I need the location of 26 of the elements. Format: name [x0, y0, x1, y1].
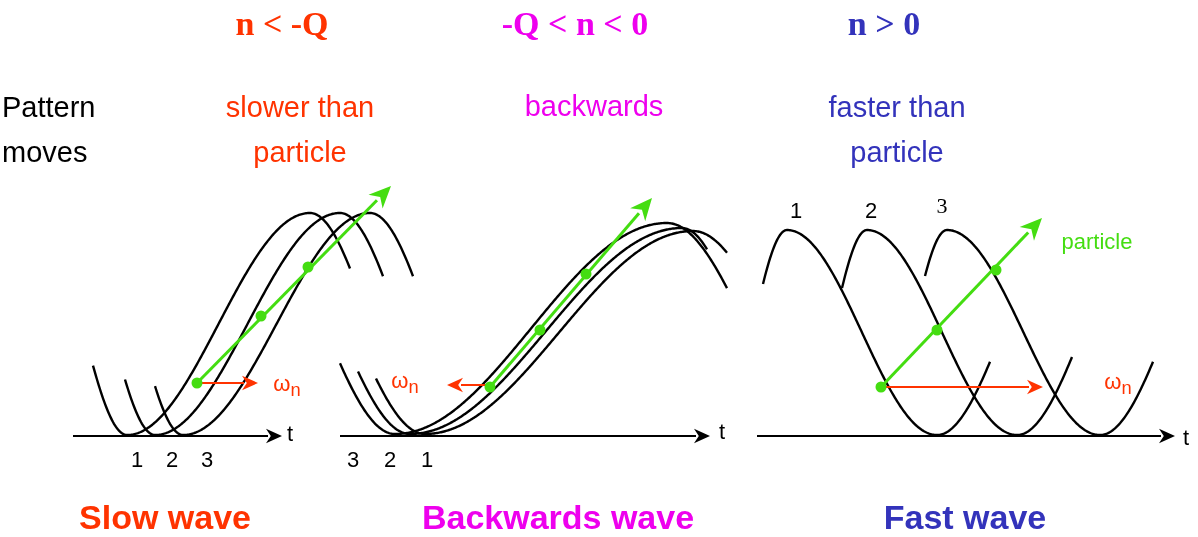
wave-type-label: Fast wave [883, 499, 1047, 537]
plot-label: t [1182, 425, 1190, 451]
plot-label: 1 [130, 447, 144, 473]
condition-label: -Q < n < 0 [501, 5, 649, 43]
plot-label: ω$_{n}$ [391, 368, 419, 398]
plot-label: t [286, 421, 294, 447]
plot-label: 1 [420, 447, 434, 473]
curve-number: 3 [936, 193, 948, 219]
plot-label: 3 [200, 447, 214, 473]
description-label: faster than particle [827, 90, 967, 170]
plot-label: ω$_{n}$ [273, 371, 301, 401]
plot-label: 1 [789, 198, 803, 224]
wave-type-label: Slow wave [79, 499, 251, 537]
wave-type-label: Backwards wave [421, 499, 695, 537]
plot-label: ω$_{n}$ [1104, 369, 1132, 399]
plot-label: 2 [864, 198, 878, 224]
description-label: Pattern moves [2, 90, 97, 170]
description-label: slower than particle [224, 90, 376, 170]
plot-label: particle [1061, 229, 1133, 255]
plot-label: 2 [165, 447, 179, 473]
condition-label: n < -Q [235, 5, 329, 43]
condition-label: n > 0 [847, 5, 921, 43]
plot-label: 3 [346, 447, 360, 473]
plot-label: 2 [383, 447, 397, 473]
plot-label: backwards [524, 91, 664, 123]
plot-label: t [718, 419, 726, 445]
